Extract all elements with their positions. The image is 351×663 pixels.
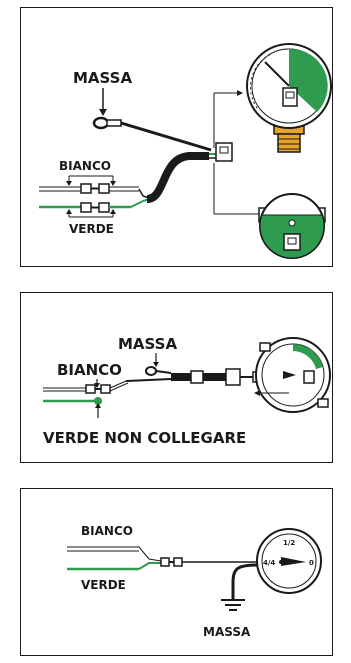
massa-label: MASSA — [203, 625, 251, 639]
diagram-panel-3: BIANCO VERDE MASSA 1/2 4/4 0 — [20, 488, 333, 656]
unconnected-wire-end — [94, 397, 102, 405]
connector-icon — [85, 384, 96, 394]
gauge-half-label: 1/2 — [283, 539, 295, 547]
ground-wire — [120, 121, 212, 152]
gauge-needle-icon — [281, 557, 306, 566]
verde-non-collegare-label: VERDE NON COLLEGARE — [43, 429, 246, 447]
connector-icon — [98, 183, 110, 194]
ring-terminal-icon — [92, 116, 110, 130]
gauge-zero-label: 0 — [309, 559, 314, 567]
verde-label: VERDE — [69, 222, 114, 236]
bianco-label: BIANCO — [81, 524, 133, 538]
connector-icon — [98, 202, 110, 213]
pressure-gauge-icon — [246, 43, 332, 153]
verde-label: VERDE — [81, 578, 126, 592]
connector-icon — [173, 557, 183, 567]
sensor-connector-icon — [215, 142, 233, 162]
fuel-gauge-icon — [254, 337, 331, 413]
ring-terminal-icon — [145, 366, 157, 376]
ground-wire — [231, 563, 259, 599]
diagram-panel-2: MASSA BIANCO — [20, 292, 333, 463]
fuel-gauge-icon: 1/2 4/4 0 — [256, 528, 322, 594]
diagram-panel-1: MASSA BIANCO — [20, 7, 333, 267]
massa-label: MASSA — [118, 335, 177, 353]
bianco-label: BIANCO — [59, 159, 111, 173]
panel-2-drawing: MASSA BIANCO — [43, 335, 331, 447]
connector-icon — [100, 384, 111, 394]
ground-symbol-icon — [221, 599, 245, 611]
gauge-rear-icon — [258, 193, 326, 259]
sheathed-cable — [146, 152, 209, 203]
connector-icon — [80, 183, 92, 194]
connector-icon — [80, 202, 92, 213]
gauge-full-label: 4/4 — [263, 559, 275, 567]
panel-1-drawing: MASSA BIANCO — [39, 43, 332, 259]
connector-icon — [160, 557, 170, 567]
panel-3-drawing: BIANCO VERDE MASSA 1/2 4/4 0 — [67, 524, 322, 639]
massa-label: MASSA — [73, 69, 132, 87]
bianco-label: BIANCO — [57, 361, 122, 379]
